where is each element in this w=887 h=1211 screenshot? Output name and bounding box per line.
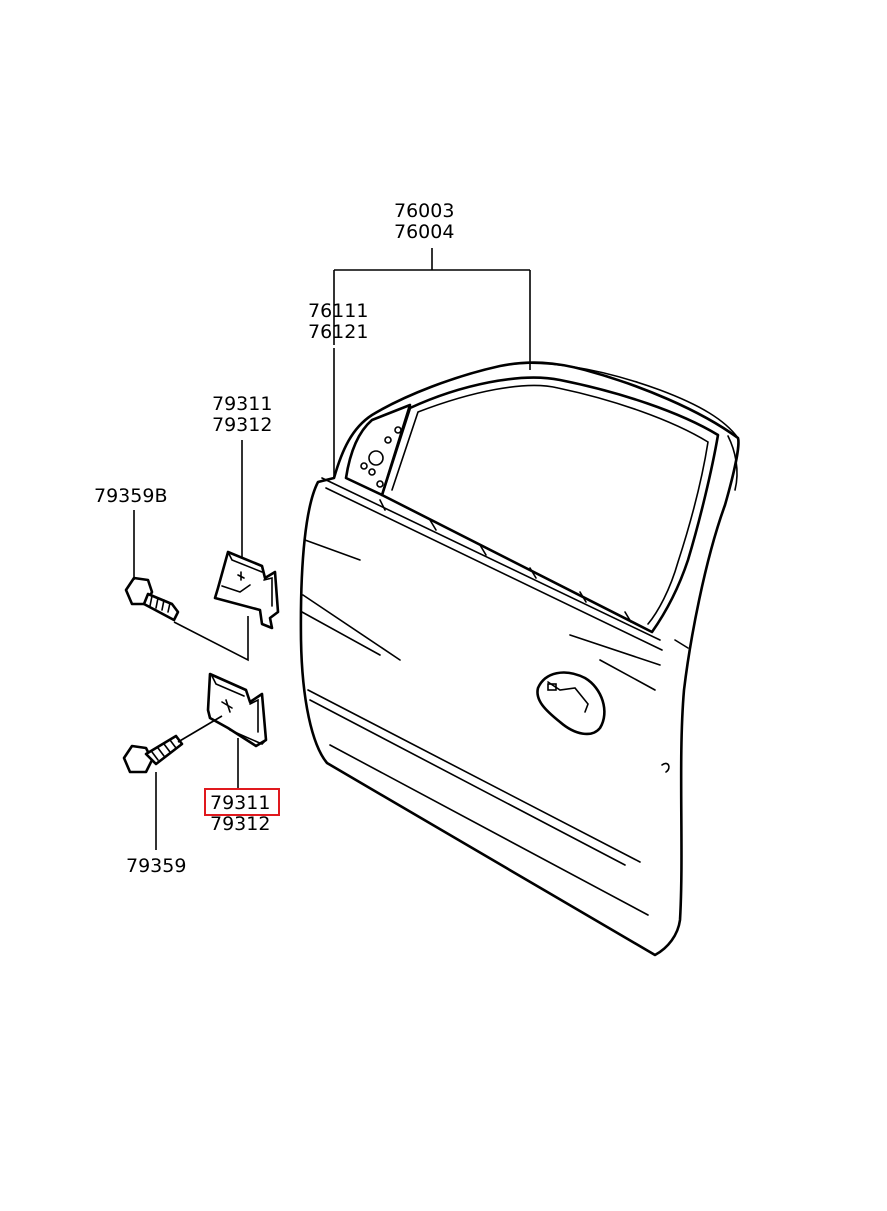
upper-hinge [213, 550, 280, 630]
label-panel-1: 76111 [308, 300, 368, 322]
highlight-box [204, 788, 280, 816]
lower-hinge [206, 672, 268, 748]
label-panel-2: 76121 [308, 321, 368, 343]
label-lower-bolt: 79359 [126, 855, 186, 877]
label-upper-hinge-1: 79311 [212, 393, 272, 415]
front-door-assembly [299, 361, 740, 957]
label-lower-hinge-2: 79312 [210, 813, 270, 835]
label-door-assy-2: 76004 [394, 221, 454, 243]
label-door-assy-1: 76003 [394, 200, 454, 222]
label-lower-hinge-1[interactable]: 79311 [210, 792, 270, 814]
leader-lines [133, 248, 531, 850]
label-upper-hinge-2: 79312 [212, 414, 272, 436]
lower-bolt [122, 734, 184, 774]
label-upper-bolt: 79359B [94, 485, 167, 507]
upper-bolt [124, 576, 180, 622]
